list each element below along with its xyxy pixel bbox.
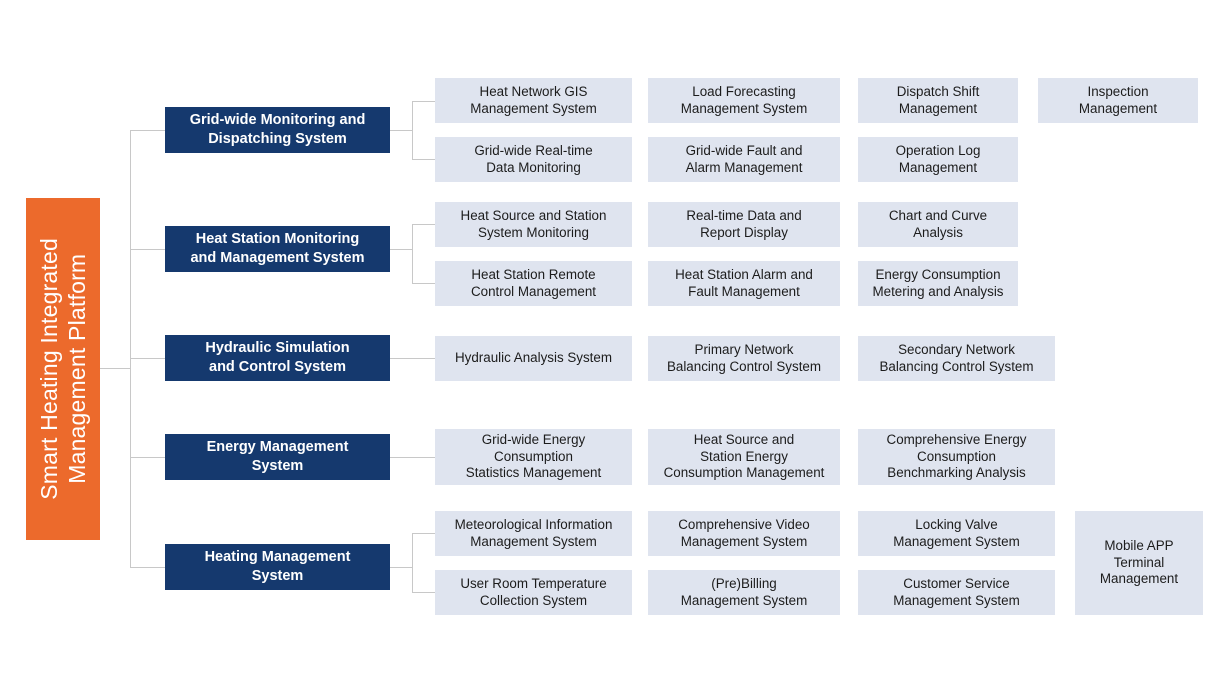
- root-platform-label: Smart Heating Integrated Management Plat…: [35, 238, 90, 500]
- leaf-chart-and-curve-analysis[interactable]: Chart and Curve Analysis: [858, 202, 1018, 247]
- connector-trunk-to-branch-1: [130, 130, 165, 131]
- connector-branch-2-row-1: [412, 224, 435, 225]
- connector-branch-5-row-1: [412, 533, 435, 534]
- leaf-mobile-app-terminal-management[interactable]: Mobile APP Terminal Management: [1075, 511, 1203, 615]
- leaf-grid-wide-fault-and-alarm-management[interactable]: Grid-wide Fault and Alarm Management: [648, 137, 840, 182]
- leaf-locking-valve-management-system[interactable]: Locking Valve Management System: [858, 511, 1055, 556]
- branch-box-heating-management-system[interactable]: Heating Management System: [165, 544, 390, 590]
- connector-branch-1-row-2: [412, 159, 435, 160]
- leaf-pre-billing-management-system[interactable]: (Pre)Billing Management System: [648, 570, 840, 615]
- leaf-customer-service-management-system[interactable]: Customer Service Management System: [858, 570, 1055, 615]
- leaf-comprehensive-video-management-system[interactable]: Comprehensive Video Management System: [648, 511, 840, 556]
- leaf-comprehensive-energy-consumption-benchmarking-analysis[interactable]: Comprehensive Energy Consumption Benchma…: [858, 429, 1055, 485]
- leaf-energy-consumption-metering-and-analysis[interactable]: Energy Consumption Metering and Analysis: [858, 261, 1018, 306]
- leaf-secondary-network-balancing-control-system[interactable]: Secondary Network Balancing Control Syst…: [858, 336, 1055, 381]
- branch-box-grid-wide-monitoring-and-dispatching-system[interactable]: Grid-wide Monitoring and Dispatching Sys…: [165, 107, 390, 153]
- branch-box-hydraulic-simulation-and-control-system[interactable]: Hydraulic Simulation and Control System: [165, 335, 390, 381]
- connector-branch-2-stem: [390, 249, 412, 250]
- leaf-meteorological-information-management-system[interactable]: Meteorological Information Management Sy…: [435, 511, 632, 556]
- connector-trunk-to-branch-5: [130, 567, 165, 568]
- connector-branch-1-split: [412, 101, 413, 160]
- leaf-primary-network-balancing-control-system[interactable]: Primary Network Balancing Control System: [648, 336, 840, 381]
- connector-trunk-to-branch-4: [130, 457, 165, 458]
- leaf-heat-source-and-station-system-monitoring[interactable]: Heat Source and Station System Monitorin…: [435, 202, 632, 247]
- leaf-heat-station-remote-control-management[interactable]: Heat Station Remote Control Management: [435, 261, 632, 306]
- connector-branch-4-stem: [390, 457, 435, 458]
- connector-trunk-to-branch-3: [130, 358, 165, 359]
- connector-branch-5-stem: [390, 567, 412, 568]
- connector-trunk-to-branch-2: [130, 249, 165, 250]
- branch-box-heat-station-monitoring-and-management-system[interactable]: Heat Station Monitoring and Management S…: [165, 226, 390, 272]
- leaf-dispatch-shift-management[interactable]: Dispatch Shift Management: [858, 78, 1018, 123]
- connector-branch-5-row-2: [412, 592, 435, 593]
- connector-trunk-vertical: [130, 130, 131, 568]
- leaf-operation-log-management[interactable]: Operation Log Management: [858, 137, 1018, 182]
- leaf-hydraulic-analysis-system[interactable]: Hydraulic Analysis System: [435, 336, 632, 381]
- connector-branch-2-split: [412, 224, 413, 283]
- connector-branch-1-stem: [390, 130, 412, 131]
- leaf-real-time-data-and-report-display[interactable]: Real-time Data and Report Display: [648, 202, 840, 247]
- connector-branch-5-split: [412, 533, 413, 592]
- leaf-user-room-temperature-collection-system[interactable]: User Room Temperature Collection System: [435, 570, 632, 615]
- leaf-grid-wide-energy-consumption-statistics-management[interactable]: Grid-wide Energy Consumption Statistics …: [435, 429, 632, 485]
- leaf-inspection-management[interactable]: Inspection Management: [1038, 78, 1198, 123]
- leaf-load-forecasting-management-system[interactable]: Load Forecasting Management System: [648, 78, 840, 123]
- branch-box-energy-management-system[interactable]: Energy Management System: [165, 434, 390, 480]
- connector-branch-1-row-1: [412, 101, 435, 102]
- leaf-heat-network-gis-management-system[interactable]: Heat Network GIS Management System: [435, 78, 632, 123]
- connector-branch-2-row-2: [412, 283, 435, 284]
- root-platform-box[interactable]: Smart Heating Integrated Management Plat…: [26, 198, 100, 540]
- leaf-grid-wide-real-time-data-monitoring[interactable]: Grid-wide Real-time Data Monitoring: [435, 137, 632, 182]
- leaf-heat-source-and-station-energy-consumption-management[interactable]: Heat Source and Station Energy Consumpti…: [648, 429, 840, 485]
- leaf-heat-station-alarm-and-fault-management[interactable]: Heat Station Alarm and Fault Management: [648, 261, 840, 306]
- connector-root-to-trunk: [100, 368, 131, 369]
- connector-branch-3-stem: [390, 358, 435, 359]
